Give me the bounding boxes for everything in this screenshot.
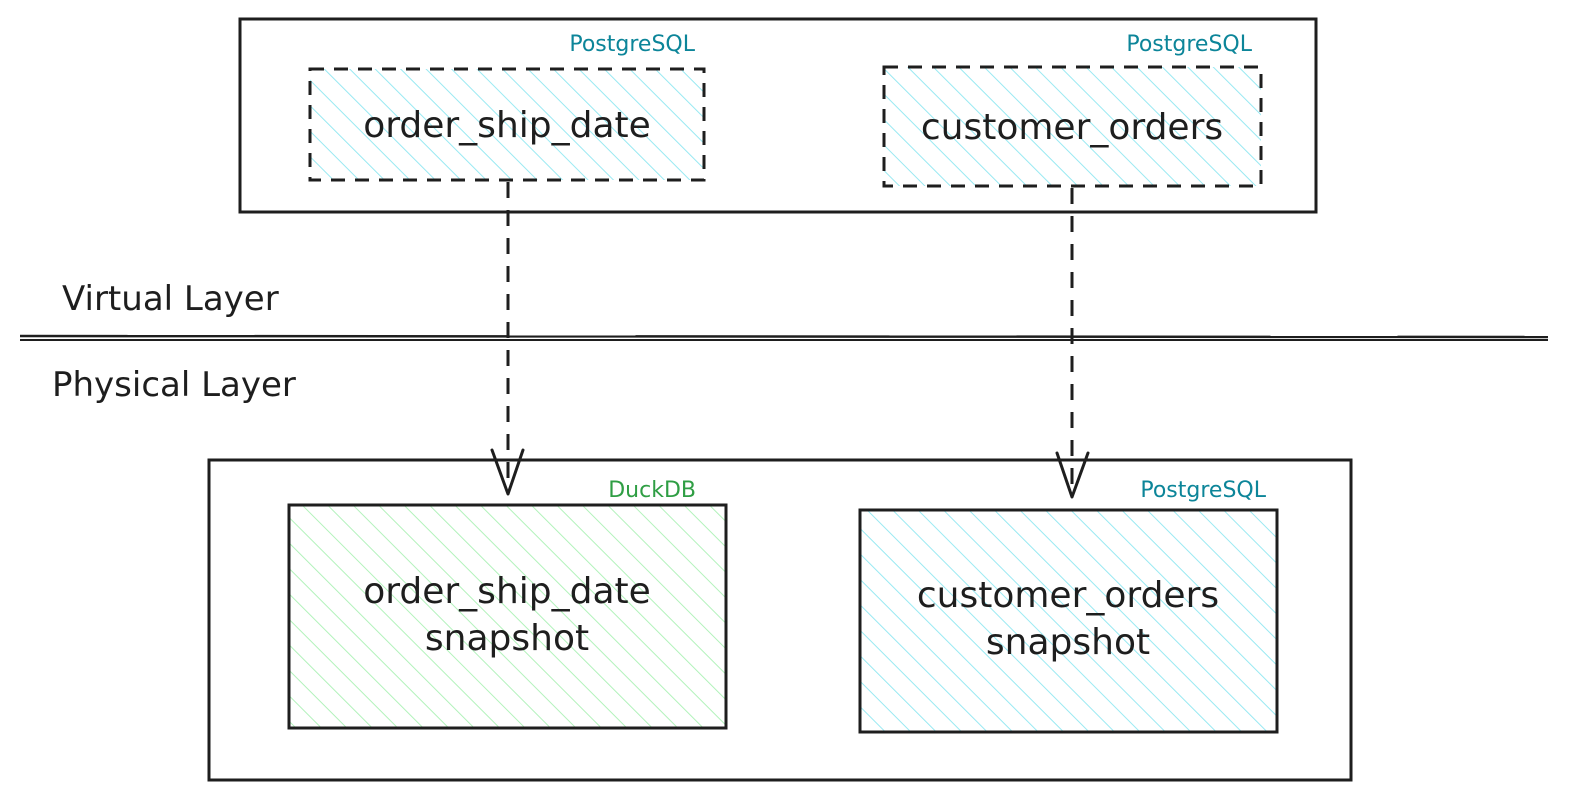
engine-label: DuckDB — [608, 478, 696, 503]
physical-layer-label: Physical Layer — [52, 365, 296, 405]
snapshot-arrow-order-ship-date — [490, 182, 525, 496]
virtual-table-order-ship-date[interactable]: order_ship_date PostgreSQL — [308, 32, 706, 182]
physical-table-label: order_ship_date — [363, 571, 651, 612]
virtual-table-customer-orders[interactable]: customer_orders PostgreSQL — [882, 32, 1263, 188]
engine-label: PostgreSQL — [1126, 32, 1252, 57]
physical-layer-container — [207, 458, 1353, 782]
physical-table-box — [858, 508, 1279, 734]
physical-table-label: customer_orders — [917, 575, 1219, 616]
physical-table-customer-orders-snapshot[interactable]: customer_orders snapshot PostgreSQL — [858, 478, 1279, 734]
snapshot-arrow-customer-orders — [1055, 188, 1090, 499]
engine-label: PostgreSQL — [569, 32, 695, 57]
physical-table-order-ship-date-snapshot[interactable]: order_ship_date snapshot DuckDB — [287, 478, 728, 730]
virtual-table-box — [308, 67, 706, 182]
virtual-table-label: order_ship_date — [363, 105, 651, 146]
physical-table-subtitle: snapshot — [425, 618, 589, 659]
layer-divider — [19, 334, 1549, 341]
virtual-layer-label: Virtual Layer — [62, 279, 279, 319]
virtual-layer-container — [238, 17, 1318, 214]
virtual-table-label: customer_orders — [921, 107, 1223, 148]
physical-table-box — [287, 503, 728, 730]
engine-label: PostgreSQL — [1140, 478, 1266, 503]
virtual-table-box — [882, 65, 1263, 188]
physical-table-subtitle: snapshot — [986, 622, 1150, 663]
